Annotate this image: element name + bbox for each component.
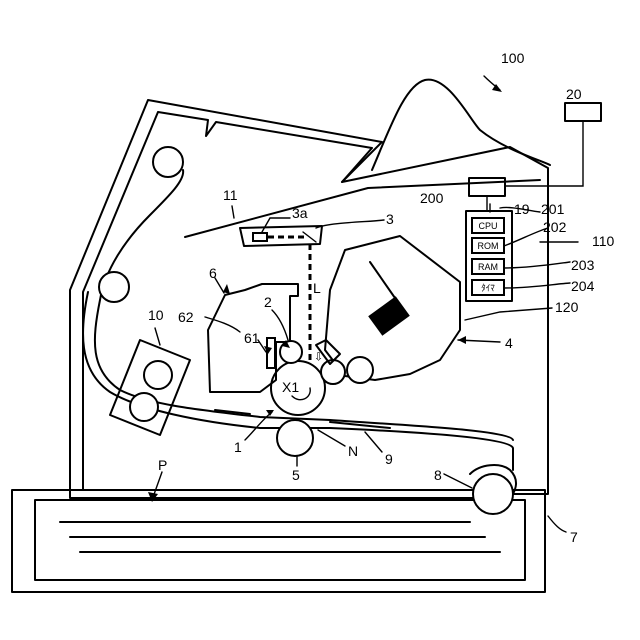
paper-tray-inner <box>35 500 525 580</box>
leader-120 <box>465 308 552 320</box>
feed-roller <box>473 474 513 514</box>
rom-label: ROM <box>478 241 499 251</box>
label-tray: 7 <box>570 529 578 545</box>
label-toner-container: 4 <box>505 335 513 351</box>
upper-roller <box>153 147 183 177</box>
arrow-toner <box>458 336 466 344</box>
leader-204 <box>504 283 570 288</box>
leader-2 <box>272 310 288 340</box>
supply-roller-1 <box>321 360 345 384</box>
leader-202 <box>504 228 548 246</box>
leader-3 <box>316 220 384 228</box>
label-printer: 100 <box>501 50 525 66</box>
leader-7 <box>548 516 566 532</box>
toner-agitator-shaft <box>370 262 395 298</box>
label-drum-axis: X1 <box>282 379 299 395</box>
leader-11 <box>232 206 234 218</box>
paper-tray <box>12 490 545 592</box>
external-device <box>565 103 601 121</box>
label-developer-housing: 62 <box>178 309 194 325</box>
fuser-pressure-roller <box>130 393 158 421</box>
label-fuser: 10 <box>148 307 164 323</box>
label-nip: N <box>348 443 358 459</box>
leader-10 <box>155 328 160 345</box>
leader-3a <box>262 218 290 232</box>
label-charger: 2 <box>264 294 272 310</box>
middle-roller <box>99 272 129 302</box>
leader-9 <box>365 432 382 452</box>
label-exposure: 3 <box>386 211 394 227</box>
exposure-light-source <box>253 233 267 241</box>
display-unit <box>469 178 505 196</box>
exposure-mirror <box>303 232 316 242</box>
arrow-drum <box>266 410 274 416</box>
label-transfer-roller: 5 <box>292 467 300 483</box>
label-ram-ref: 203 <box>571 257 595 273</box>
label-developing-roller: 61 <box>244 330 260 346</box>
leader-203 <box>504 262 570 268</box>
transfer-roller <box>277 420 313 456</box>
label-timer-ref: 204 <box>571 278 595 294</box>
label-laser-arrow: ⇦ <box>313 352 325 361</box>
label-rom-ref: 202 <box>543 219 567 235</box>
label-cover: 11 <box>223 187 238 203</box>
label-display: 19 <box>514 201 530 217</box>
label-housing: 110 <box>592 233 615 249</box>
external-link <box>505 121 583 186</box>
label-conveyor: 9 <box>385 451 393 467</box>
leader-N <box>318 430 345 446</box>
supply-roller-2 <box>347 357 373 383</box>
label-exposure-light: 3a <box>292 205 308 221</box>
label-external: 20 <box>566 86 582 102</box>
label-drum: 1 <box>234 439 242 455</box>
timer-label: ﾀｲﾏ <box>481 283 495 293</box>
label-paper: P <box>158 457 167 473</box>
label-toner-box: 120 <box>555 299 579 315</box>
cpu-label: CPU <box>478 221 497 231</box>
ram-label: RAM <box>478 262 498 272</box>
leader-8 <box>444 474 472 488</box>
label-cpu-ref: 201 <box>541 201 565 217</box>
fuser-heat-roller <box>144 361 172 389</box>
label-laser: L <box>313 280 321 296</box>
label-controller: 200 <box>420 190 444 206</box>
label-developer: 6 <box>209 265 217 281</box>
toner-agitator-paddle <box>368 296 410 335</box>
label-feed-roller: 8 <box>434 467 442 483</box>
